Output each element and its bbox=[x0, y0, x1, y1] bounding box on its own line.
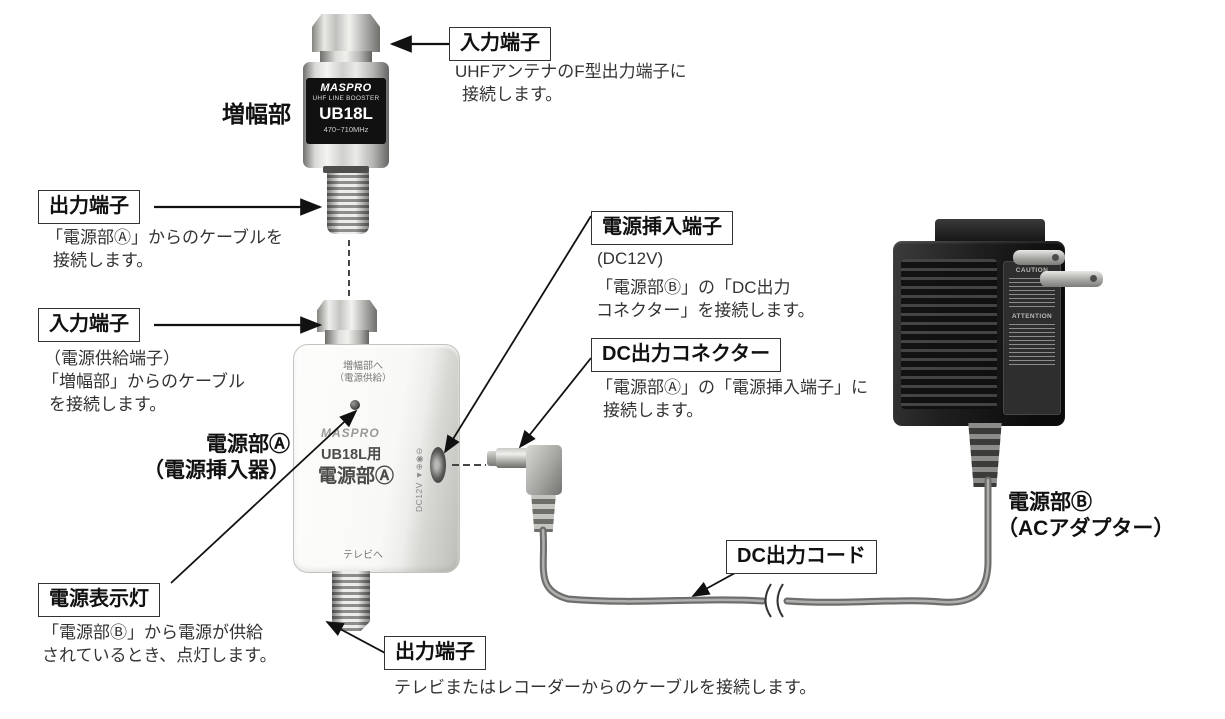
psu-b-label-line2: （ACアダプター） bbox=[997, 516, 1175, 540]
callout-power-indicator: 電源表示灯 bbox=[38, 583, 160, 617]
dc-input-jack bbox=[430, 447, 446, 483]
psu-a-input-connector-nut bbox=[317, 300, 377, 332]
adapter-label-fineprint-2 bbox=[1009, 324, 1055, 368]
arrow-dc-connector bbox=[518, 357, 592, 449]
callout-input-terminal-top: 入力端子 bbox=[449, 27, 551, 61]
callout-dc-connector-desc: 「電源部Ⓐ」の「電源挿入端子」に 接続します。 bbox=[596, 378, 868, 421]
psu-a-brand: MASPRO bbox=[321, 426, 380, 440]
arrow-dc-cord bbox=[691, 572, 736, 597]
power-indicator-led bbox=[350, 400, 360, 410]
booster-connector-collar bbox=[320, 51, 372, 63]
psu-a-side-marking: DC12V ▼⊕◉⊖ bbox=[414, 447, 424, 512]
callout-input-mid-desc: 「増幅部」からのケーブル を接続します。 bbox=[42, 372, 245, 415]
dc-plug-body bbox=[526, 445, 562, 495]
callout-output-upper-desc: 「電源部Ⓐ」からのケーブルを 接続します。 bbox=[46, 228, 283, 271]
callout-dc-output-cord: DC出力コード bbox=[726, 540, 877, 574]
psu-a-label-line1: 電源部Ⓐ bbox=[206, 433, 290, 456]
booster-product-label: MASPRO UHF LINE BOOSTER UB18L 470~710MHz bbox=[306, 78, 386, 144]
arrow-power-insert bbox=[444, 215, 592, 454]
psu-a-output-thread bbox=[332, 571, 370, 631]
booster-input-connector-nut bbox=[312, 14, 380, 52]
booster-product-line: UHF LINE BOOSTER bbox=[312, 95, 380, 102]
callout-input-top-desc: UHFアンテナのF型出力端子に 接続します。 bbox=[455, 62, 687, 105]
cable-break-mark bbox=[776, 583, 784, 618]
callout-input-terminal-mid: 入力端子 bbox=[38, 308, 140, 342]
callout-dc-output-connector: DC出力コネクター bbox=[591, 338, 782, 372]
booster-label: 増幅部 bbox=[222, 101, 291, 127]
psu-a-bottom-text: テレビへ bbox=[343, 550, 383, 561]
callout-output-terminal-bottom: 出力端子 bbox=[384, 636, 486, 670]
booster-output-thread bbox=[327, 172, 369, 234]
psu-a-label-line2: （電源挿入器） bbox=[143, 458, 290, 482]
psu-a-front-name: 電源部Ⓐ bbox=[318, 466, 395, 487]
booster-ring bbox=[323, 166, 369, 173]
adapter-attention-text: ATTENTION bbox=[1011, 313, 1053, 320]
callout-input-mid-sub: （電源供給端子） bbox=[44, 349, 180, 368]
callout-power-insert-sub: (DC12V) bbox=[597, 249, 664, 268]
psu-a-top-text-2: （電源供給） bbox=[334, 373, 392, 384]
cable-break-mark bbox=[764, 583, 772, 618]
booster-model: UB18L bbox=[319, 104, 373, 123]
cable-break-gap bbox=[766, 579, 784, 623]
callout-output-bottom-desc: テレビまたはレコーダーからのケーブルを接続します。 bbox=[394, 678, 817, 697]
adapter-strain-relief bbox=[968, 423, 1002, 487]
prong-hole bbox=[1052, 254, 1059, 261]
psu-b-label-line1: 電源部Ⓑ bbox=[1008, 491, 1092, 514]
booster-frequency-range: 470~710MHz bbox=[323, 125, 369, 134]
dc-plug-strain-relief bbox=[531, 494, 556, 532]
plug-prong-lower bbox=[1040, 271, 1103, 287]
psu-a-label: 電源部Ⓐ （電源挿入器） bbox=[110, 432, 290, 483]
psu-a-connector-collar bbox=[325, 330, 369, 346]
dc-plug-tip bbox=[487, 451, 497, 466]
callout-output-terminal-upper: 出力端子 bbox=[38, 190, 140, 224]
psu-b-label: 電源部Ⓑ （ACアダプター） bbox=[997, 490, 1174, 541]
prong-hole bbox=[1090, 275, 1097, 282]
psu-a-top-text: 増幅部へ bbox=[343, 361, 383, 372]
adapter-caution-text: CAUTION bbox=[1015, 267, 1049, 274]
booster-brand: MASPRO bbox=[320, 82, 372, 94]
adapter-vents bbox=[901, 259, 997, 409]
callout-power-lamp-desc: 「電源部Ⓑ」から電源が供給 されているとき、点灯します。 bbox=[42, 623, 277, 666]
callout-power-insert-terminal: 電源挿入端子 bbox=[591, 211, 733, 245]
adapter-top-cap bbox=[935, 219, 1045, 245]
plug-prong-upper bbox=[1013, 250, 1065, 265]
callout-power-insert-desc: 「電源部Ⓑ」の「DC出力 コネクター」を接続します。 bbox=[596, 278, 815, 321]
